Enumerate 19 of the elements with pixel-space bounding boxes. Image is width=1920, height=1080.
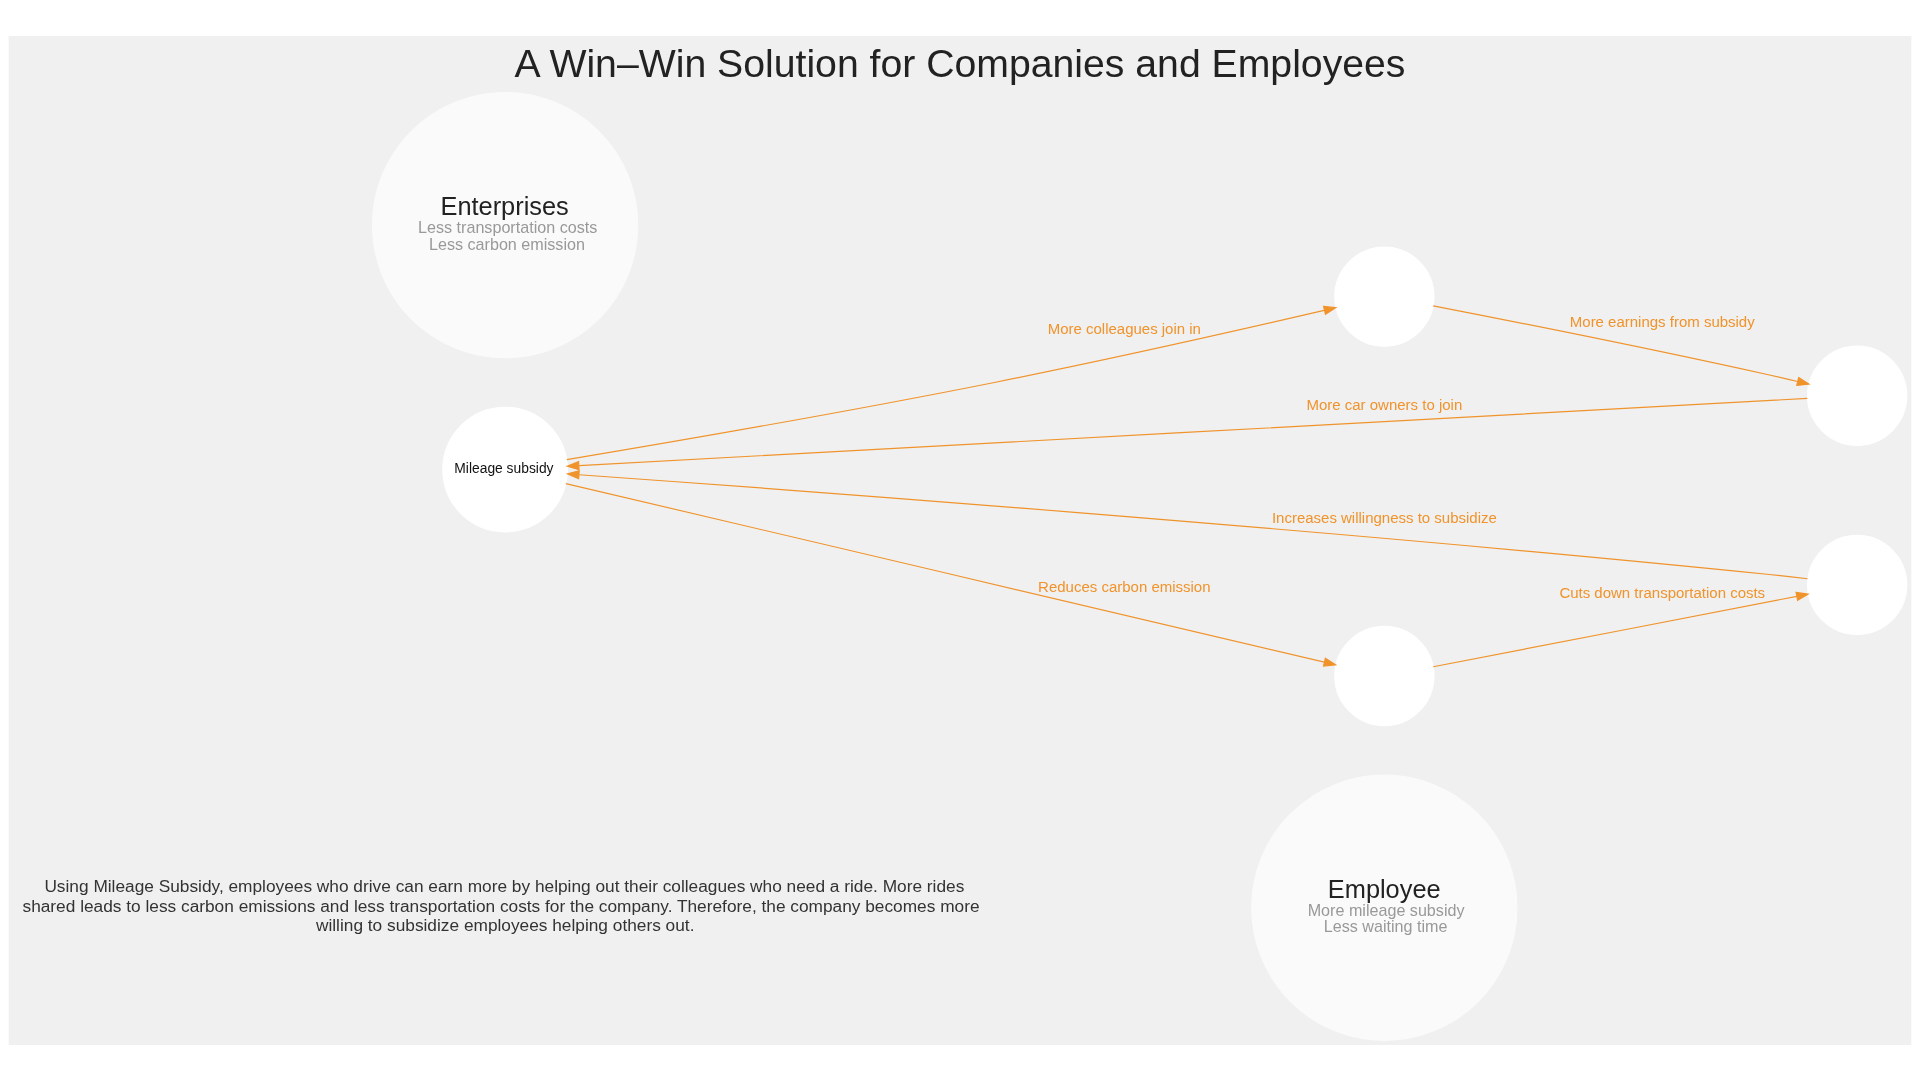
- arrow: [1432, 304, 1811, 386]
- edge-label: Increases willingness to subsidize: [1271, 508, 1497, 526]
- node-circle: Mileage subsidy: [442, 406, 568, 532]
- arrow: [566, 305, 1338, 460]
- edge-label: Cuts down transportation costs: [1559, 583, 1766, 601]
- edge-label: More car owners to join: [1306, 395, 1463, 413]
- node-circle: [1807, 534, 1908, 635]
- node-circle: [1334, 625, 1435, 726]
- node-circle: [1334, 245, 1435, 347]
- edge-label: Reduces carbon emission: [1038, 577, 1211, 595]
- edge-label: More colleagues join in: [1047, 319, 1201, 337]
- arrow: [1432, 591, 1810, 667]
- edge-label: More earnings from subsidy: [1569, 312, 1755, 330]
- arrow: [565, 482, 1338, 667]
- diagram-title: A Win–Win Solution for Companies and Employees: [514, 41, 1406, 85]
- arrow: [565, 397, 1808, 470]
- node-circle: [1807, 345, 1908, 446]
- label: Using Mileage Subsidy, employees who drive can earn more by helping out their colleagues who need a ride. More rides shared leads to less carbon emissions and less transportation costs for the company. Therefore, the company becomes more willing to subsidize employees helping others out.: [22, 875, 980, 935]
- arrow: [565, 469, 1809, 579]
